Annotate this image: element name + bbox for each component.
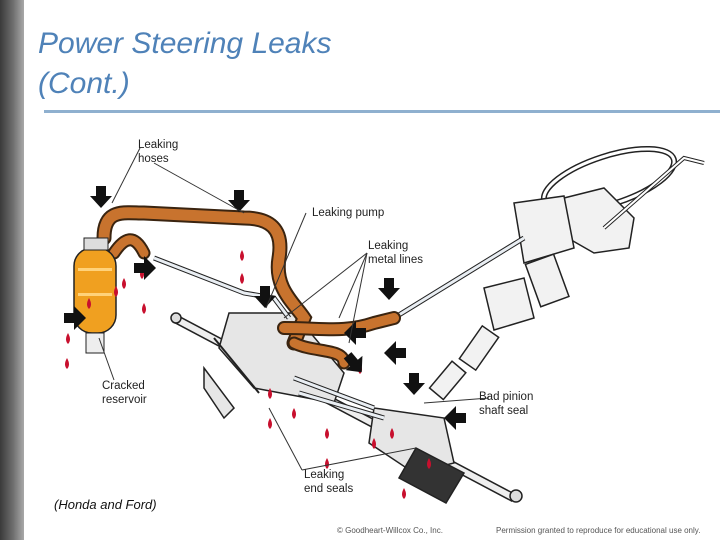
- label-leaking-hoses-1: Leaking: [138, 139, 178, 151]
- power-steering-diagram: Leaking hoses Leaking pump Leaking metal…: [44, 118, 720, 518]
- svg-text:Leaking: Leaking: [138, 139, 178, 151]
- svg-text:end seals: end seals: [304, 483, 353, 495]
- svg-text:Leaking: Leaking: [304, 469, 344, 481]
- slide-title: Power Steering Leaks (Cont.): [38, 24, 332, 104]
- left-accent-bar: [0, 0, 24, 540]
- label-leaking-hoses-2: hoses: [138, 153, 169, 165]
- steering-column-illustration: [428, 145, 705, 401]
- label-end-seals-1: Leaking: [304, 469, 344, 481]
- slide-title-line-1: Power Steering Leaks: [38, 27, 332, 60]
- slide-title-line-2: (Cont.): [38, 67, 130, 100]
- svg-text:Leaking: Leaking: [368, 240, 408, 252]
- label-leader-lines: [98, 147, 490, 471]
- permission-notice: Permission granted to reproduce for educ…: [496, 526, 701, 535]
- figure-caption: (Honda and Ford): [54, 497, 157, 512]
- svg-text:shaft seal: shaft seal: [479, 405, 528, 417]
- copyright-notice: © Goodheart-Willcox Co., Inc.: [337, 526, 443, 535]
- svg-text:metal lines: metal lines: [368, 254, 423, 266]
- svg-text:hoses: hoses: [138, 153, 169, 165]
- label-leaking-lines-1: Leaking: [368, 240, 408, 252]
- label-bad-pinion-2: shaft seal: [479, 405, 528, 417]
- label-leaking-lines-2: metal lines: [368, 254, 423, 266]
- svg-text:Bad pinion: Bad pinion: [479, 391, 533, 403]
- hoses-illustration: [96, 205, 401, 370]
- label-bad-pinion-1: Bad pinion: [479, 391, 533, 403]
- reservoir-illustration: [73, 237, 117, 354]
- leak-drops: [65, 250, 431, 499]
- label-leaking-pump: Leaking pump: [312, 207, 384, 219]
- label-cracked-reservoir-1: Cracked: [102, 380, 145, 392]
- label-end-seals-2: end seals: [304, 483, 353, 495]
- svg-text:Cracked: Cracked: [102, 380, 145, 392]
- leak-arrows: [64, 186, 466, 430]
- svg-text:Leaking pump: Leaking pump: [312, 207, 384, 219]
- label-cracked-reservoir-2: reservoir: [102, 394, 147, 406]
- svg-text:reservoir: reservoir: [102, 394, 147, 406]
- title-divider: [44, 110, 720, 113]
